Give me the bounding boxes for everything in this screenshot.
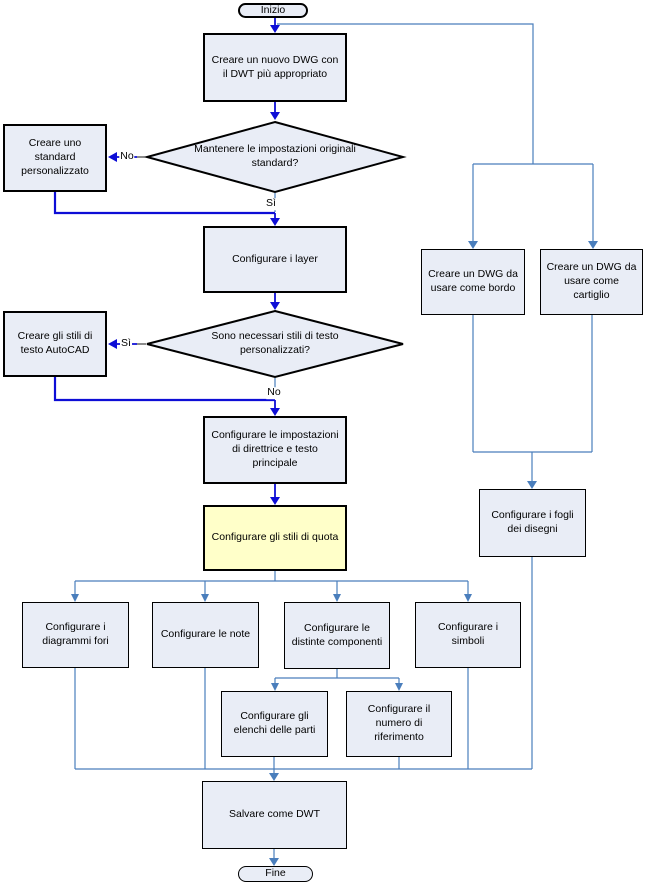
process-parts-lists: Configurare gli elenchi delle parti xyxy=(221,691,328,757)
process-notes: Configurare le note xyxy=(152,602,259,668)
decision-text-styles-label: Sono necessari stili di testo personaliz… xyxy=(211,330,339,356)
process-ref-number: Configurare il numero di riferimento xyxy=(346,691,452,757)
arrowhead xyxy=(108,339,117,349)
process-title-block-dwg: Creare un DWG da usare come cartiglio xyxy=(540,249,643,315)
arrowhead xyxy=(269,773,279,781)
arrowhead xyxy=(395,683,403,691)
decision-text-styles: Sono necessari stili di testo personaliz… xyxy=(146,309,404,379)
arrowhead xyxy=(201,594,209,602)
process-save-dwt: Salvare come DWT xyxy=(202,781,347,849)
process-custom-standard: Creare uno standard personalizzato xyxy=(3,124,107,192)
arrowhead xyxy=(527,481,537,489)
process-leader-settings: Configurare le impostazioni di direttric… xyxy=(203,416,347,484)
arrowhead xyxy=(269,858,279,866)
edge-label-yes: Sì xyxy=(120,337,132,350)
secondary-connectors xyxy=(71,23,598,866)
arrowhead xyxy=(270,218,280,226)
process-new-dwg: Creare un nuovo DWG con il DWT più appro… xyxy=(203,33,347,102)
arrowhead xyxy=(71,594,79,602)
process-dim-styles-highlighted: Configurare gli stili di quota xyxy=(203,505,347,571)
end-terminator: Fine xyxy=(238,866,313,882)
decision-keep-standard-label: Mantenere le impostazioni originali stan… xyxy=(194,143,356,169)
arrowhead xyxy=(270,408,280,416)
arrowhead xyxy=(108,152,117,162)
process-autocad-text-styles: Creare gli stili di testo AutoCAD xyxy=(3,311,107,377)
process-symbols: Configurare i simboli xyxy=(415,602,521,668)
arrowhead xyxy=(588,241,598,249)
edge-label-no: No xyxy=(119,150,135,163)
arrowhead xyxy=(271,683,279,691)
process-layers: Configurare i layer xyxy=(203,226,347,293)
arrowhead xyxy=(270,497,280,505)
arrowhead xyxy=(468,241,478,249)
arrowhead xyxy=(270,302,280,310)
edge-label-yes: Sì xyxy=(265,197,277,210)
process-border-dwg: Creare un DWG da usare come bordo xyxy=(421,249,525,315)
process-sheets: Configurare i fogli dei disegni xyxy=(479,489,586,557)
start-terminator: Inizio xyxy=(238,3,308,18)
edge-label-no: No xyxy=(266,386,282,399)
decision-keep-standard: Mantenere le impostazioni originali stan… xyxy=(143,120,407,194)
arrowhead xyxy=(270,112,280,120)
process-hole-charts: Configurare i diagrammi fori xyxy=(22,602,129,668)
arrowhead xyxy=(270,25,280,33)
arrowhead xyxy=(464,594,472,602)
process-parts-list-components: Configurare le distinte componenti xyxy=(284,602,390,669)
arrowhead xyxy=(333,594,341,602)
